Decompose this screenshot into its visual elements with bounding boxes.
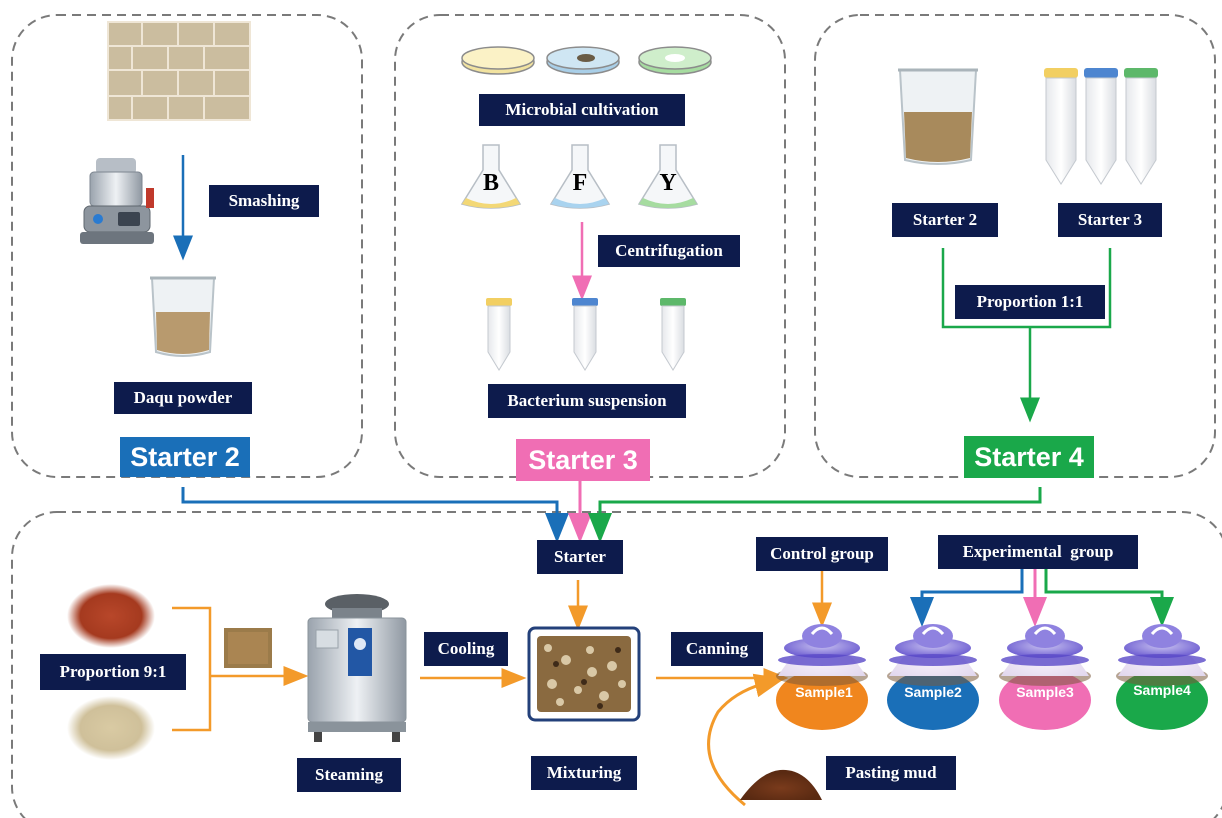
starter4-input-starter3-label: Starter 3 — [1058, 203, 1162, 237]
proportion-9-1-label: Proportion 9:1 — [40, 654, 186, 690]
grain-merge-connector — [172, 606, 309, 732]
proportion-1-1-label: Proportion 1:1 — [955, 285, 1105, 319]
pasting-mud-arrow — [707, 673, 785, 807]
sample2-label: Sample2 — [904, 684, 962, 700]
centrifuge-tubes-panel3-image — [486, 298, 686, 371]
flask-label-y: Y — [659, 170, 677, 196]
smashing-label: Smashing — [209, 185, 319, 217]
experimental-group-label: Experimental group — [938, 535, 1138, 569]
microbial-cultivation-label: Microbial cultivation — [479, 94, 685, 126]
starter3-title: Starter 3 — [516, 439, 650, 481]
rice-husk-image — [67, 696, 155, 760]
starter2-to-starter-arrow — [181, 487, 569, 543]
starter4-to-starter-arrow — [588, 487, 1042, 543]
daqu-powder-beaker-image — [150, 276, 216, 357]
mixturing-label: Mixturing — [531, 756, 637, 790]
steaming-label: Steaming — [297, 758, 401, 792]
starter2-panel — [11, 14, 363, 478]
starter4-title: Starter 4 — [964, 436, 1094, 478]
flask-label-b: B — [482, 170, 499, 196]
sample1-label: Sample1 — [795, 684, 853, 700]
grinder-machine-image — [80, 158, 154, 244]
mixing-tray-image — [527, 626, 641, 722]
starter2-beaker-image — [898, 68, 978, 165]
starter-label: Starter — [537, 540, 623, 574]
pasting-mud-label: Pasting mud — [826, 756, 956, 790]
flask-label-f: F — [572, 170, 588, 196]
steamer-autoclave-image — [307, 594, 407, 742]
daqu-bricks-image — [107, 21, 251, 121]
centrifugation-label: Centrifugation — [598, 235, 740, 267]
red-sorghum-image — [67, 584, 155, 648]
process-panel — [11, 511, 1222, 818]
fermentation-jar-2 — [887, 624, 979, 730]
proportion-1-1-connector — [941, 248, 1112, 423]
petri-dishes-image — [461, 46, 712, 75]
starter3-tubes-image — [1044, 68, 1158, 185]
fermentation-jar-3 — [999, 624, 1091, 730]
daqu-powder-label: Daqu powder — [114, 382, 252, 414]
canning-label: Canning — [671, 632, 763, 666]
cooling-label: Cooling — [424, 632, 508, 666]
fermentation-jar-1 — [776, 624, 868, 730]
starter2-title: Starter 2 — [120, 437, 250, 477]
fermentation-jar-4 — [1116, 624, 1208, 730]
bacterium-suspension-label: Bacterium suspension — [488, 384, 686, 418]
starter4-input-starter2-label: Starter 2 — [892, 203, 998, 237]
sample4-label: Sample4 — [1133, 682, 1191, 698]
mixed-grain-image — [224, 628, 272, 668]
pasting-mud-image — [740, 769, 822, 800]
experimental-group-arrows — [910, 568, 1174, 627]
control-group-label: Control group — [756, 537, 888, 571]
sample3-label: Sample3 — [1016, 684, 1074, 700]
culture-flasks-image — [460, 144, 699, 209]
